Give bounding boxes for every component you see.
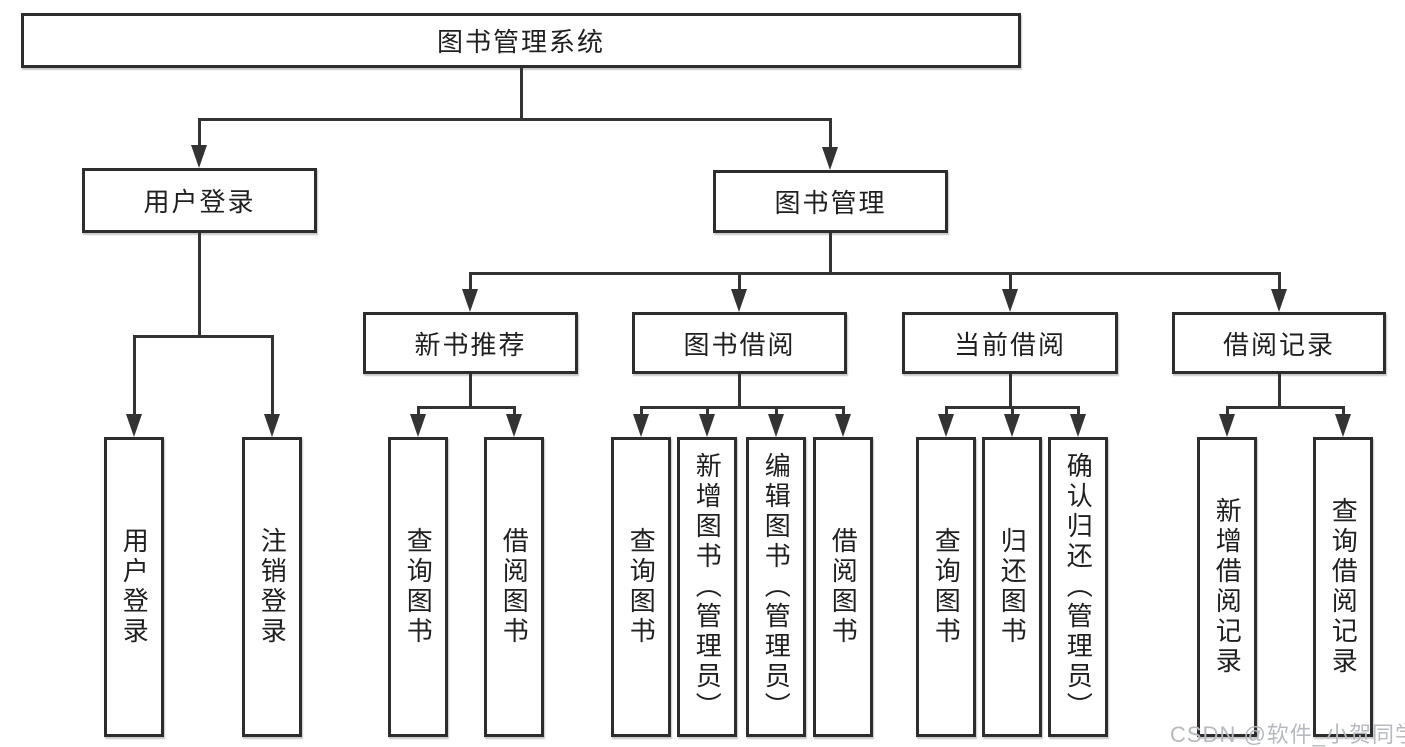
leaf-borrow-books-1: 借阅图书 bbox=[484, 437, 544, 737]
node-root: 图书管理系统 bbox=[21, 13, 1021, 68]
leaf-query-borrow-record: 查询借阅记录 bbox=[1313, 437, 1373, 737]
edge-drop-new-book bbox=[469, 272, 472, 292]
edge-new-book-vline bbox=[469, 374, 472, 406]
edge-current-borrow-vline bbox=[1009, 374, 1012, 406]
node-new-book-recommend: 新书推荐 bbox=[363, 312, 578, 374]
leaf-user-login: 用户登录 bbox=[104, 437, 164, 737]
arrowhead-query-books-1 bbox=[410, 414, 426, 437]
edge-user-login-vline bbox=[198, 233, 201, 335]
arrowhead-query-record bbox=[1335, 414, 1351, 437]
edge-drop-query-books-1 bbox=[417, 406, 420, 416]
arrowhead-borrow-records bbox=[1271, 289, 1287, 312]
edge-user-login-hbar bbox=[133, 335, 274, 338]
edge-drop-query-books-2 bbox=[640, 406, 643, 416]
edge-borrow-records-hbar bbox=[1226, 406, 1345, 409]
arrowhead-query-books-3 bbox=[938, 414, 954, 437]
node-borrow-records: 借阅记录 bbox=[1172, 312, 1386, 374]
edge-drop-query-record bbox=[1342, 406, 1345, 416]
edge-drop-borrow-records bbox=[1278, 272, 1281, 292]
edge-root-hbar bbox=[198, 118, 832, 121]
edge-drop-confirm-return bbox=[1077, 406, 1080, 416]
leaf-logout: 注销登录 bbox=[242, 437, 302, 737]
edge-drop-add-book bbox=[706, 406, 709, 416]
edge-new-book-hbar bbox=[417, 406, 516, 409]
arrowhead-book-management bbox=[822, 147, 838, 170]
edge-drop-borrow-books-1 bbox=[513, 406, 516, 416]
arrowhead-add-book bbox=[699, 414, 715, 437]
edge-book-borrow-vline bbox=[738, 374, 741, 406]
edge-book-borrow-hbar bbox=[640, 406, 845, 409]
arrowhead-leaf-logout bbox=[264, 414, 280, 437]
node-user-login: 用户登录 bbox=[82, 168, 317, 233]
edge-drop-leaf-user-login bbox=[133, 335, 136, 416]
node-book-borrow: 图书借阅 bbox=[632, 312, 847, 374]
edge-book-management-hbar bbox=[469, 272, 1281, 275]
node-current-borrow: 当前借阅 bbox=[902, 312, 1118, 374]
leaf-return-books: 归还图书 bbox=[982, 437, 1042, 737]
arrowhead-leaf-user-login bbox=[126, 414, 142, 437]
edge-drop-edit-book bbox=[775, 406, 778, 416]
arrowhead-borrow-books-1 bbox=[506, 414, 522, 437]
edge-root-vline bbox=[520, 68, 523, 118]
arrowhead-add-record bbox=[1219, 414, 1235, 437]
edge-borrow-records-vline bbox=[1278, 374, 1281, 406]
edge-drop-return-books bbox=[1011, 406, 1014, 416]
edge-drop-query-books-3 bbox=[945, 406, 948, 416]
leaf-add-book-admin: 新增图书（管理员） bbox=[677, 437, 737, 737]
edge-book-management-vline bbox=[829, 233, 832, 272]
leaf-query-books-1: 查询图书 bbox=[388, 437, 448, 737]
edge-drop-add-record bbox=[1226, 406, 1229, 416]
leaf-borrow-books-2: 借阅图书 bbox=[813, 437, 873, 737]
arrowhead-confirm-return bbox=[1070, 414, 1086, 437]
node-book-management: 图书管理 bbox=[713, 170, 948, 233]
arrowhead-return-books bbox=[1004, 414, 1020, 437]
edge-drop-book-borrow bbox=[738, 272, 741, 292]
leaf-query-books-2: 查询图书 bbox=[611, 437, 671, 737]
leaf-add-borrow-record: 新增借阅记录 bbox=[1197, 437, 1257, 737]
edge-drop-book-management bbox=[829, 118, 832, 150]
arrowhead-book-borrow bbox=[731, 289, 747, 312]
edge-drop-leaf-logout bbox=[271, 335, 274, 416]
leaf-query-books-3: 查询图书 bbox=[916, 437, 976, 737]
arrowhead-edit-book bbox=[768, 414, 784, 437]
arrowhead-borrow-books-2 bbox=[835, 414, 851, 437]
edge-drop-user-login bbox=[198, 118, 201, 148]
arrowhead-query-books-2 bbox=[633, 414, 649, 437]
leaf-confirm-return-admin: 确认归还（管理员） bbox=[1048, 437, 1108, 737]
arrowhead-current-borrow bbox=[1002, 289, 1018, 312]
edge-drop-current-borrow bbox=[1009, 272, 1012, 292]
arrowhead-new-book bbox=[462, 289, 478, 312]
edge-drop-borrow-books-2 bbox=[842, 406, 845, 416]
leaf-edit-book-admin: 编辑图书（管理员） bbox=[746, 437, 806, 737]
watermark-text: CSDN @软件_小贺同学 bbox=[1170, 722, 1405, 747]
arrowhead-user-login bbox=[191, 145, 207, 168]
